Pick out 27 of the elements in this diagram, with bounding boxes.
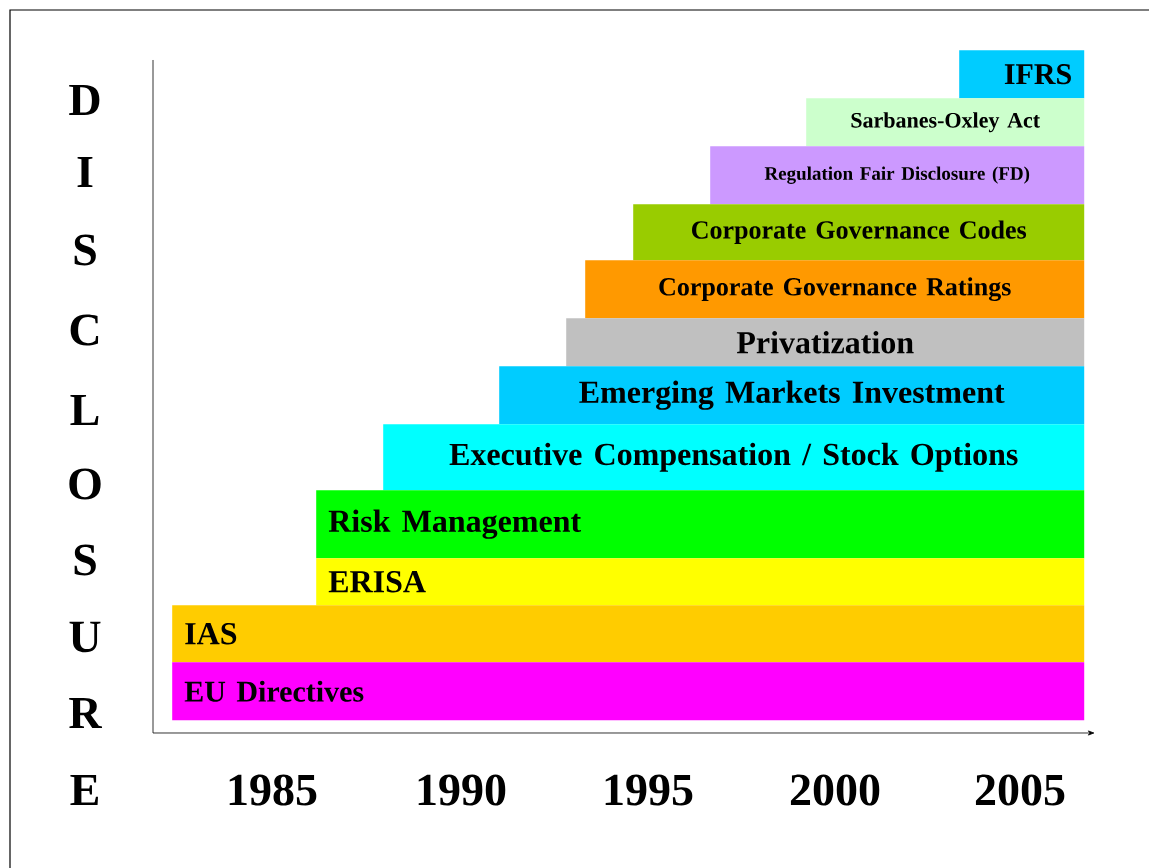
timeline-band: IFRS bbox=[959, 50, 1085, 99]
axis-letter: R bbox=[69, 697, 102, 729]
timeline-band: IAS bbox=[172, 605, 1085, 663]
timeline-band: Corporate Governance Ratings bbox=[585, 260, 1085, 319]
year-label: 1985 bbox=[229, 774, 317, 806]
axis-letter: E bbox=[70, 774, 98, 806]
timeline-band: Privatization bbox=[566, 318, 1085, 367]
axis-letter: L bbox=[70, 394, 99, 426]
axis-letter: U bbox=[69, 621, 101, 653]
axis-letter: I bbox=[77, 156, 93, 188]
timeline-band: Corporate Governance Codes bbox=[633, 204, 1085, 261]
year-label: 1990 bbox=[418, 774, 506, 806]
year-label: 2005 bbox=[975, 774, 1065, 806]
timeline-band: Regulation Fair Disclosure (FD) bbox=[710, 146, 1085, 205]
timeline-band: Sarbanes-Oxley Act bbox=[806, 98, 1085, 147]
timeline-band: Emerging Markets Investment bbox=[499, 366, 1085, 425]
axis-letter: O bbox=[69, 468, 101, 500]
year-label: 2000 bbox=[790, 774, 880, 806]
axis-letter: C bbox=[70, 314, 99, 346]
timeline-band: Executive Compensation / Stock Options bbox=[383, 424, 1085, 491]
timeline-band: Risk Management bbox=[316, 490, 1085, 559]
timeline-band: EU Directives bbox=[172, 662, 1085, 721]
timeline-band: ERISA bbox=[316, 558, 1085, 606]
axis-letter: S bbox=[74, 234, 96, 266]
axis-letter: D bbox=[69, 84, 100, 116]
year-label: 1995 bbox=[605, 774, 693, 806]
axis-letter: S bbox=[74, 544, 96, 576]
